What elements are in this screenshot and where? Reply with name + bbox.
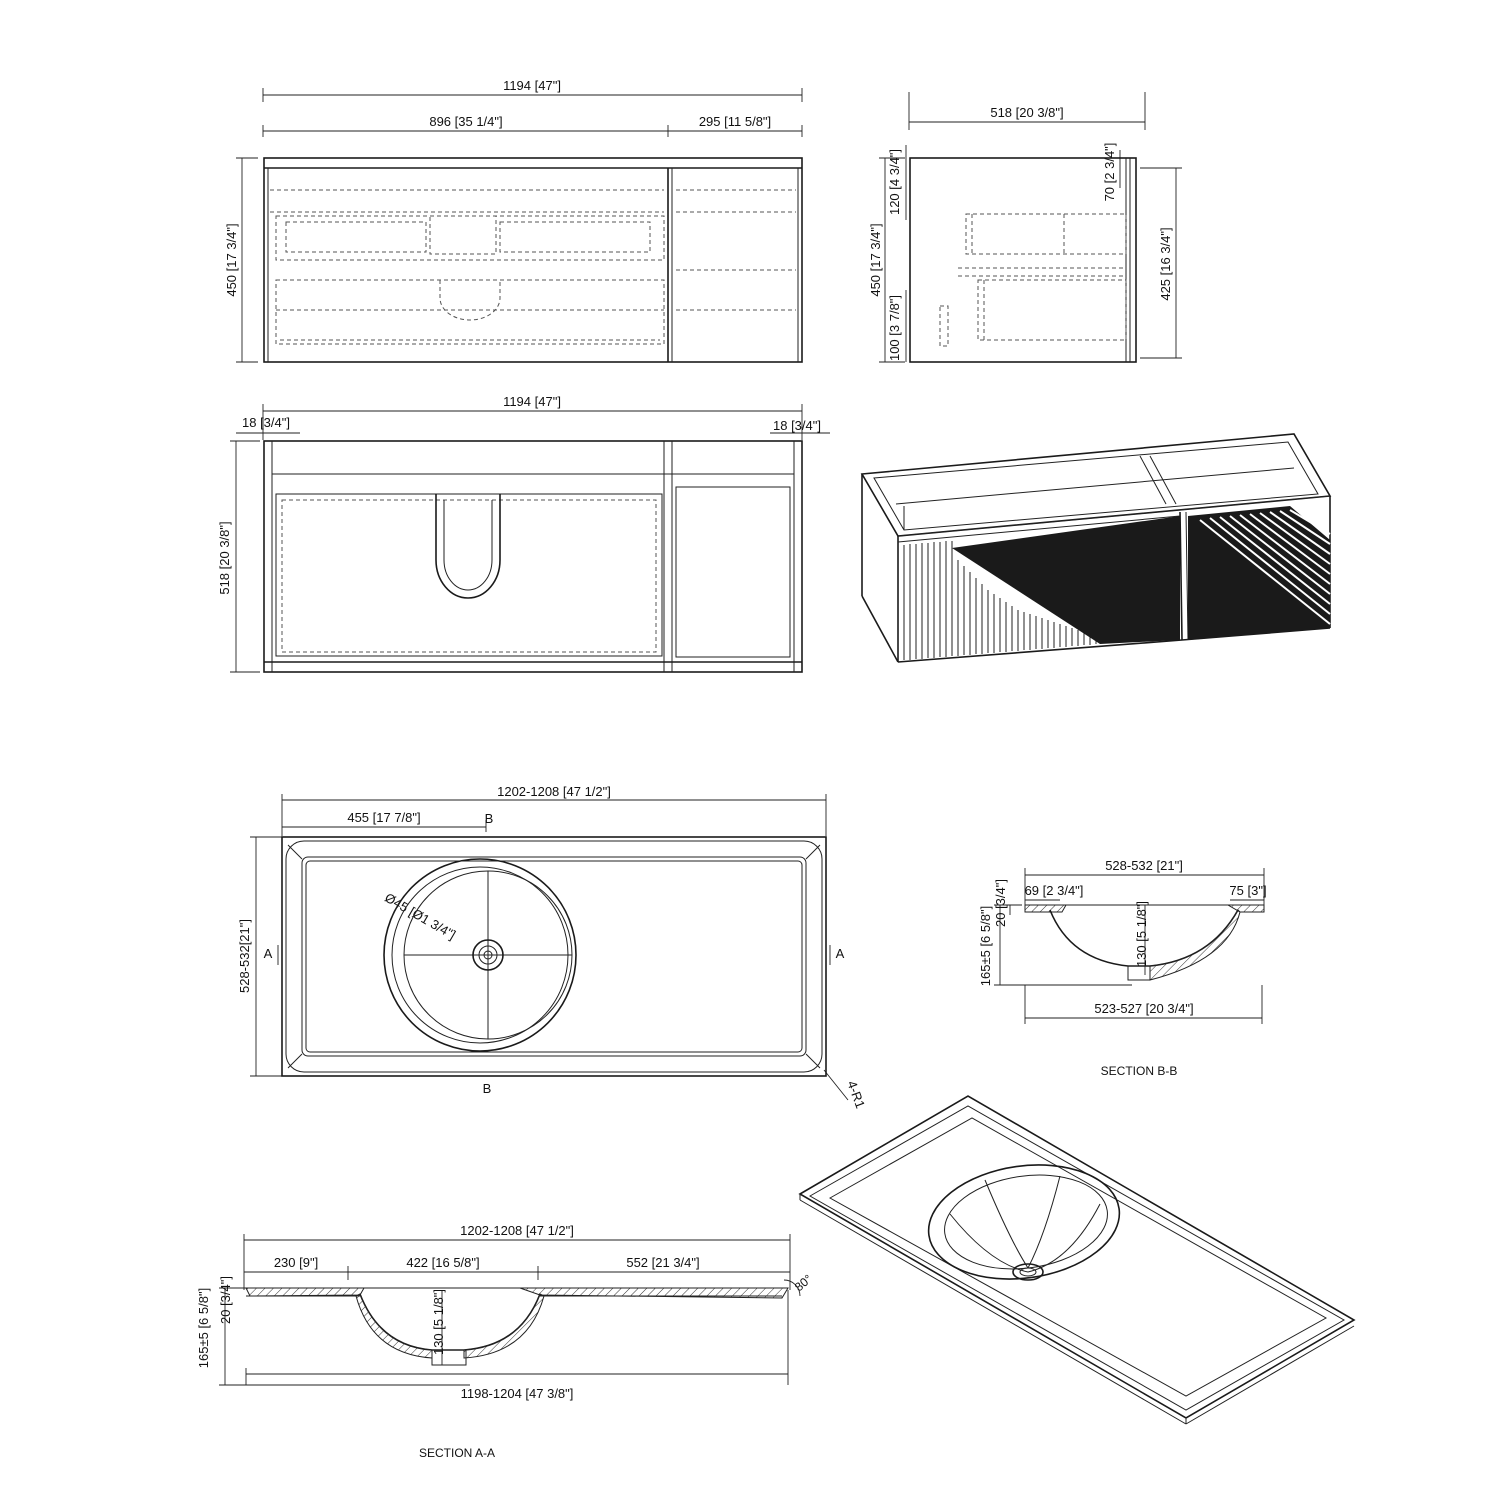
basin-plan-width: 1202-1208 [47 1/2"]	[497, 784, 611, 799]
front-cabinet-outline	[263, 157, 803, 363]
section-marker-a-left: A	[264, 946, 273, 961]
front-overall-width: 1194 [47"]	[503, 78, 561, 93]
section-aa-slab: 20 [3/4"]	[218, 1276, 233, 1324]
section-bb-bottom-width: 523-527 [20 3/4"]	[1094, 1001, 1193, 1016]
section-bb-profile	[1024, 904, 1265, 981]
basin-plan-drain-label: Ø45 [Ø1 3/4"]	[382, 890, 458, 943]
section-marker-b-bottom: B	[483, 1081, 492, 1096]
section-bb-left-edge: 69 [2 3/4"]	[1025, 883, 1084, 898]
top-view: 1194 [47"] 18 [3/4"] 18 [3/4"] 518 [20 3…	[217, 394, 830, 673]
section-aa-total-height: 165±5 [6 5/8"]	[196, 1288, 211, 1368]
basin-iso-bowl	[927, 1164, 1121, 1281]
basin-plan-outline	[281, 836, 827, 1077]
front-hidden-lines	[270, 189, 796, 345]
section-aa-right-segment: 552 [21 3/4"]	[626, 1255, 699, 1270]
side-hidden-lines	[939, 213, 1127, 347]
section-bb-title: SECTION B-B	[1101, 1064, 1178, 1078]
section-aa-mid-segment: 422 [16 5/8"]	[406, 1255, 479, 1270]
section-aa-left-segment: 230 [9"]	[274, 1255, 318, 1270]
cabinet-iso-fluting-left	[903, 516, 1180, 660]
top-width: 1194 [47"]	[503, 394, 561, 409]
basin-plan-bowl	[383, 858, 577, 1052]
section-marker-a-right: A	[836, 946, 845, 961]
top-left-panel: 18 [3/4"]	[242, 415, 290, 430]
section-aa: 1202-1208 [47 1/2"] 230 [9"] 422 [16 5/8…	[196, 1223, 815, 1460]
section-aa-title: SECTION A-A	[419, 1446, 495, 1460]
top-dimension-lines	[230, 404, 830, 673]
side-depth: 518 [20 3/8"]	[990, 105, 1063, 120]
front-left-width: 896 [35 1/4"]	[429, 114, 502, 129]
section-bb-top-width: 528-532 [21"]	[1105, 858, 1183, 873]
side-top-offset: 70 [2 3/4"]	[1102, 143, 1117, 202]
section-bb: 528-532 [21"] 69 [2 3/4"] 75 [3"] 20 [3/…	[978, 858, 1267, 1078]
section-aa-dimension-lines	[219, 1234, 801, 1386]
section-aa-top-width: 1202-1208 [47 1/2"]	[460, 1223, 574, 1238]
section-bb-bowl-depth: 130 [5 1/8"]	[1134, 901, 1149, 967]
side-dimension-lines	[879, 92, 1182, 363]
side-inner-height: 425 [16 3/4"]	[1158, 227, 1173, 300]
side-bottom-gap: 100 [3 7/8"]	[887, 295, 902, 361]
top-right-panel: 18 [3/4"]	[773, 418, 821, 433]
top-depth: 518 [20 3/8"]	[217, 521, 232, 594]
front-dimension-lines	[236, 88, 803, 363]
basin-plan-corner-radius: 4-R1	[844, 1079, 868, 1111]
basin-plan-dimension-lines	[250, 794, 849, 1101]
section-aa-bowl-depth: 130 [5 1/8"]	[431, 1289, 446, 1355]
section-bb-dimension-lines	[994, 868, 1265, 1024]
side-view: 518 [20 3/8"] 450 [17 3/4"] 120 [4 3/4"]…	[868, 92, 1182, 363]
basin-plan-depth: 528-532[21"]	[237, 919, 252, 993]
section-bb-total-height: 165±5 [6 5/8"]	[978, 906, 993, 986]
side-top-gap: 120 [4 3/4"]	[887, 149, 902, 215]
side-height: 450 [17 3/4"]	[868, 223, 883, 296]
cabinet-isometric	[860, 433, 1332, 663]
basin-plan-bowl-offset: 455 [17 7/8"]	[347, 810, 420, 825]
front-height: 450 [17 3/4"]	[224, 223, 239, 296]
front-view: 1194 [47"] 896 [35 1/4"] 295 [11 5/8"] 4…	[224, 78, 803, 363]
basin-isometric	[798, 1095, 1356, 1425]
front-right-width: 295 [11 5/8"]	[699, 114, 771, 129]
section-bb-right-edge: 75 [3"]	[1229, 883, 1266, 898]
basin-plan-view: 1202-1208 [47 1/2"] 455 [17 7/8"] 528-53…	[237, 784, 868, 1110]
section-marker-b-top: B	[485, 811, 494, 826]
section-aa-profile	[245, 1287, 789, 1366]
cabinet-iso-fluting-right	[1188, 506, 1331, 640]
section-bb-slab: 20 [3/4"]	[993, 879, 1008, 927]
section-aa-bottom-width: 1198-1204 [47 3/8"]	[461, 1386, 574, 1401]
top-cabinet-outline	[263, 440, 803, 673]
section-aa-angle: 80°	[792, 1272, 815, 1295]
